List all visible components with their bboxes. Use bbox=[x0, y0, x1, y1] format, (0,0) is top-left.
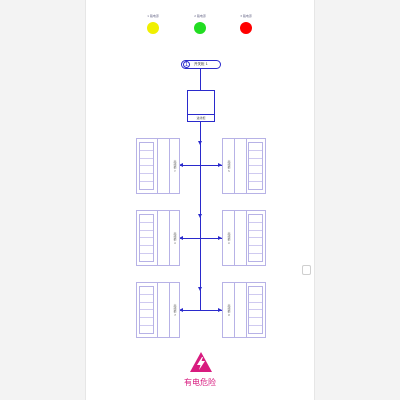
wire-title-to-main bbox=[200, 69, 201, 90]
cabinet-label-3: 出线柜 3 bbox=[173, 232, 177, 244]
bus-arrow-2 bbox=[198, 214, 202, 218]
branch-arrow-left-2 bbox=[179, 236, 183, 240]
outgoing-cabinet-2[interactable]: 出线柜 2 bbox=[222, 138, 266, 194]
incoming-cabinet[interactable]: 进线柜 bbox=[187, 90, 215, 122]
branch-row2 bbox=[179, 238, 222, 239]
lightning-warning-icon bbox=[190, 352, 212, 372]
bus-arrow-1 bbox=[198, 141, 202, 145]
outgoing-cabinet-5[interactable]: 出线柜 5 bbox=[136, 282, 180, 338]
cabinet-label-2: 出线柜 2 bbox=[227, 160, 231, 172]
outgoing-cabinet-1[interactable]: 出线柜 1 bbox=[136, 138, 180, 194]
switchgear-title[interactable]: 1 开关柜 1 bbox=[181, 60, 221, 69]
cabinet-label-1: 出线柜 1 bbox=[173, 160, 177, 172]
outgoing-cabinet-3[interactable]: 出线柜 3 bbox=[136, 210, 180, 266]
cabinet-label-4: 出线柜 4 bbox=[227, 232, 231, 244]
title-number: 1 bbox=[183, 61, 190, 68]
indicator-lamp-red bbox=[240, 22, 252, 34]
cabinet-label-6: 出线柜 6 bbox=[227, 304, 231, 316]
danger-warning-text: 有电危险 bbox=[184, 378, 216, 387]
outgoing-cabinet-6[interactable]: 出线柜 6 bbox=[222, 282, 266, 338]
branch-row1 bbox=[179, 165, 222, 166]
branch-arrow-right-1 bbox=[218, 163, 222, 167]
branch-arrow-right-2 bbox=[218, 236, 222, 240]
bus-arrow-3 bbox=[198, 287, 202, 291]
title-text: 开关柜 1 bbox=[194, 62, 208, 66]
branch-arrow-left-1 bbox=[179, 163, 183, 167]
branch-arrow-right-3 bbox=[218, 308, 222, 312]
indicator-lamp-green bbox=[194, 22, 206, 34]
branch-row3 bbox=[179, 310, 222, 311]
branch-arrow-left-3 bbox=[179, 308, 183, 312]
outgoing-cabinet-4[interactable]: 出线柜 4 bbox=[222, 210, 266, 266]
incoming-cabinet-label: 进线柜 bbox=[188, 114, 214, 121]
cabinet-label-5: 出线柜 5 bbox=[173, 304, 177, 316]
indicator-lamp-yellow bbox=[147, 22, 159, 34]
indicator-label-2: 2 路电源 bbox=[194, 14, 206, 18]
indicator-label-3: 3 路电源 bbox=[240, 14, 252, 18]
door-handle[interactable] bbox=[302, 265, 311, 275]
indicator-label-1: 1 路电源 bbox=[147, 14, 159, 18]
